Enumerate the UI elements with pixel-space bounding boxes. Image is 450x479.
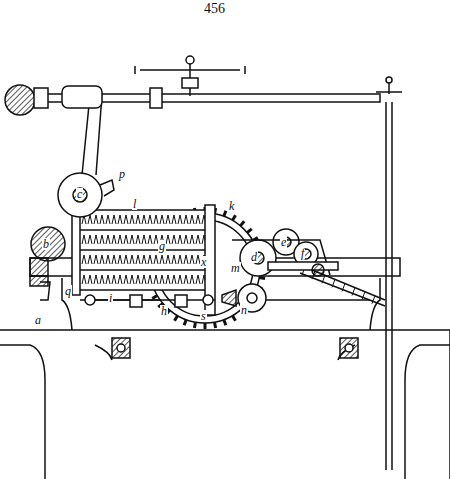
part-letter: s	[200, 310, 207, 322]
part-letter: d	[250, 251, 258, 263]
part-letter: p	[118, 168, 126, 180]
part-letter: n	[240, 304, 248, 316]
part-letter: m	[230, 262, 241, 274]
part-letter: e	[280, 236, 287, 248]
figure-number: 456	[203, 2, 226, 16]
part-letter: f	[300, 247, 305, 259]
part-letter: k	[228, 200, 235, 212]
part-letter: l	[132, 198, 137, 210]
part-letter: h	[160, 305, 168, 317]
part-letter: a	[34, 314, 42, 326]
part-letter: q	[64, 285, 72, 297]
part-letter: c	[76, 188, 83, 200]
part-letter: x	[200, 256, 207, 268]
part-letter: g	[158, 240, 166, 252]
part-letter: i	[108, 292, 113, 304]
part-letter: b	[42, 238, 50, 250]
